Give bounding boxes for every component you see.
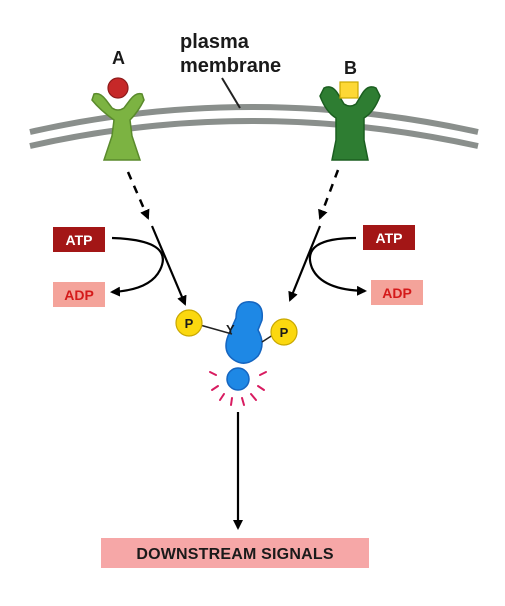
- receptor-a: [91, 77, 145, 161]
- ligand-a: [107, 77, 129, 99]
- atp-box-left: [53, 227, 105, 252]
- phosphate-left-label: P: [185, 316, 194, 331]
- downstream-signals-label: DOWNSTREAM SIGNALS: [136, 546, 334, 563]
- dashed-arrow-a: [126, 171, 150, 220]
- relay-protein-y: [225, 301, 264, 391]
- phosphate-left: [175, 309, 203, 337]
- atp-to-adp-curve-right: [308, 236, 367, 296]
- dashed-arrow-b: [318, 169, 340, 220]
- arrow-to-protein-right: [288, 225, 322, 302]
- membrane-label-line1: plasma: [180, 31, 250, 53]
- atp-box-right: [363, 225, 415, 250]
- phosphate-right: [270, 318, 298, 346]
- receptor-b-label: B: [344, 58, 357, 78]
- phosphate-link-left: [199, 324, 233, 335]
- adp-label-right: ADP: [382, 285, 412, 301]
- protein-effector-domain: [226, 367, 250, 391]
- adp-box-right: [371, 280, 423, 305]
- adp-box-left: [53, 282, 105, 307]
- phosphate-right-label: P: [280, 325, 289, 340]
- receptor-b: [319, 81, 381, 161]
- ligand-b: [339, 81, 359, 99]
- adp-label-left: ADP: [64, 287, 94, 303]
- atp-label-right: ATP: [376, 230, 403, 246]
- protein-label: Y: [226, 322, 235, 337]
- arrow-to-protein-left: [150, 225, 187, 306]
- membrane-label-line2: membrane: [180, 55, 281, 77]
- atp-label-left: ATP: [66, 232, 93, 248]
- membrane-label-pointer: [221, 77, 241, 109]
- downstream-signals-box: [101, 538, 369, 568]
- receptor-a-label: A: [112, 48, 125, 68]
- atp-to-adp-curve-left: [110, 236, 164, 297]
- activation-glow: [209, 371, 267, 406]
- plasma-membrane: [29, 104, 479, 149]
